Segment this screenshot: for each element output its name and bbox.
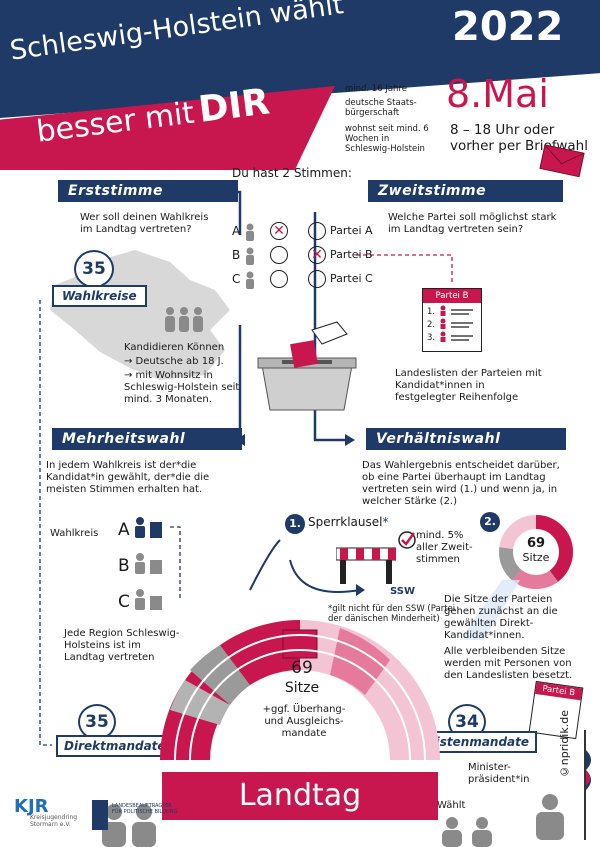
ballot-circle-a1[interactable]: ✕ xyxy=(270,222,288,240)
parliament-note: +ggf. Überhang- und Ausgleichs-mandate xyxy=(262,704,346,739)
envelope-icon xyxy=(539,144,585,178)
erststimme-label: Erststimme xyxy=(58,180,238,202)
requirement-citizenship: deutsche Staats-bürgerschaft xyxy=(345,98,417,118)
ballot-party-c: Partei C xyxy=(330,272,373,285)
party-list-item-2: 2. xyxy=(427,320,436,330)
party-list-item-1: 1. xyxy=(427,307,436,317)
landesbeauftragter-text: LANDESBEAUFTRAGTER FÜR POLITISCHE BILDUN… xyxy=(112,803,178,815)
ballot-letter-b: B xyxy=(232,248,241,262)
party-list-item-3: 3. xyxy=(427,333,436,343)
election-date: 8.Mai xyxy=(446,72,549,116)
zweitstimme-label: Zweitstimme xyxy=(368,180,563,202)
list-person-icons xyxy=(440,305,473,342)
ballot-letter-a: A xyxy=(232,224,241,238)
party-list-description: Landeslisten der Parteien mit Kandidat*i… xyxy=(395,368,542,403)
people-silhouettes-right xyxy=(442,817,492,847)
candidates-icon xyxy=(165,307,203,332)
party-list-title: Partei B xyxy=(423,289,481,303)
flag-icon xyxy=(584,730,591,840)
wahlkreis-letter-b: B xyxy=(118,556,130,576)
candidacy-residence: → mit Wohnsitz in Schleswig-Holstein sei… xyxy=(124,370,240,405)
ssw-note: *gilt nicht für den SSW (Partei der däni… xyxy=(328,604,456,624)
landesbeauftragter-logo xyxy=(92,800,108,830)
winner-person-icons xyxy=(135,517,162,610)
ssw-label: SSW xyxy=(390,586,415,597)
ballot-circle-c2[interactable] xyxy=(308,270,326,288)
step-2-badge: 2. xyxy=(480,512,500,532)
checkmark-icon xyxy=(398,531,416,549)
candidacy-heading: Kandidieren Können xyxy=(124,342,225,353)
landtag-banner: Landtag xyxy=(162,772,438,820)
ballot-letter-c: C xyxy=(232,272,241,286)
donut-seats-number: 69 xyxy=(526,536,546,551)
ballot-circle-a2[interactable] xyxy=(308,222,326,240)
people-silhouettes xyxy=(102,804,156,847)
wahlkreise-badge: Wahlkreise xyxy=(52,285,147,307)
mehrheitswahl-label: Mehrheitswahl xyxy=(52,428,242,450)
sperrklausel-text: Sperrklausel xyxy=(308,515,383,529)
sperrklausel-star: * xyxy=(382,515,389,529)
requirement-residence: wohnst seit mind. 6 Wochen in Schleswig-… xyxy=(345,124,429,154)
party-list-card: Partei B 1. 2. 3. xyxy=(422,288,482,352)
year: 2022 xyxy=(452,4,564,50)
erststimme-question: Wer soll deinen Wahlkreis im Landtag ver… xyxy=(80,212,209,235)
donut-seats-label: Sitze xyxy=(522,551,550,564)
ballot-circle-b1[interactable] xyxy=(270,246,288,264)
intro-text: Du hast 2 Stimmen: xyxy=(232,166,352,180)
credit-text: ©npridik.de xyxy=(558,710,571,779)
ballot-circle-b2[interactable]: ✕ xyxy=(308,246,326,264)
kjr-logo-subtitle: Kreisjugendring Stormarn e.V. xyxy=(30,814,78,828)
threshold-text: mind. 5% aller Zweit-stimmen xyxy=(416,530,473,565)
minister-label: Minister-präsident*in xyxy=(468,762,530,785)
seats-donut-chart xyxy=(499,515,573,589)
step-1-badge: 1. xyxy=(285,514,305,534)
region-description: Jede Region Schleswig-Holsteins ist im L… xyxy=(64,628,180,663)
seats-direct-text: Die Sitze der Parteien gehen zunächst an… xyxy=(444,594,558,641)
listenmandate-badge: Listenmandate xyxy=(420,731,538,753)
ballot-box-icon xyxy=(257,321,357,411)
waehlt-label: Wählt xyxy=(437,800,466,811)
seats-list-text: Alle verbleibenden Sitze werden mit Pers… xyxy=(444,646,573,681)
parliament-seats-diagram xyxy=(160,620,440,761)
cross-mark-icon: ✕ xyxy=(311,247,323,263)
barrier-icon xyxy=(336,547,396,584)
wahlkreis-letter-a: A xyxy=(118,520,130,540)
wahlkreis-label: Wahlkreis xyxy=(50,528,99,539)
verhaeltniswahl-label: Verhältniswahl xyxy=(366,428,566,450)
minister-person-icon xyxy=(536,794,564,840)
ballot-circle-c1[interactable] xyxy=(270,270,288,288)
sperrklausel-label: Sperrklausel* xyxy=(308,515,388,529)
mehrheitswahl-description: In jedem Wahlkreis ist der*die Kandidat*… xyxy=(46,460,210,495)
zweitstimme-question: Welche Partei soll möglichst stark im La… xyxy=(388,212,557,235)
parliament-seats-number: 69 xyxy=(291,658,313,678)
ballot: A B C ✕ ✕ Partei A Partei B Partei C xyxy=(230,222,373,292)
cross-mark-icon: ✕ xyxy=(273,223,285,239)
requirement-age: mind. 16 Jahre xyxy=(345,84,407,94)
candidacy-age: → Deutsche ab 18 J. xyxy=(124,356,224,367)
ballot-person-icons xyxy=(246,223,254,289)
verhaeltniswahl-description: Das Wahlergebnis entscheidet darüber, ob… xyxy=(362,460,560,507)
parliament-seats-label: Sitze xyxy=(284,680,320,696)
wahlkreis-letter-c: C xyxy=(118,592,130,612)
ballot-party-a: Partei A xyxy=(330,224,373,237)
election-time: 8 – 18 Uhr oder vorher per Briefwahl xyxy=(450,122,588,154)
ballot-party-b: Partei B xyxy=(330,248,373,261)
kjr-logo: KJR xyxy=(14,796,49,817)
wahlkreise-count: 35 xyxy=(74,250,114,288)
